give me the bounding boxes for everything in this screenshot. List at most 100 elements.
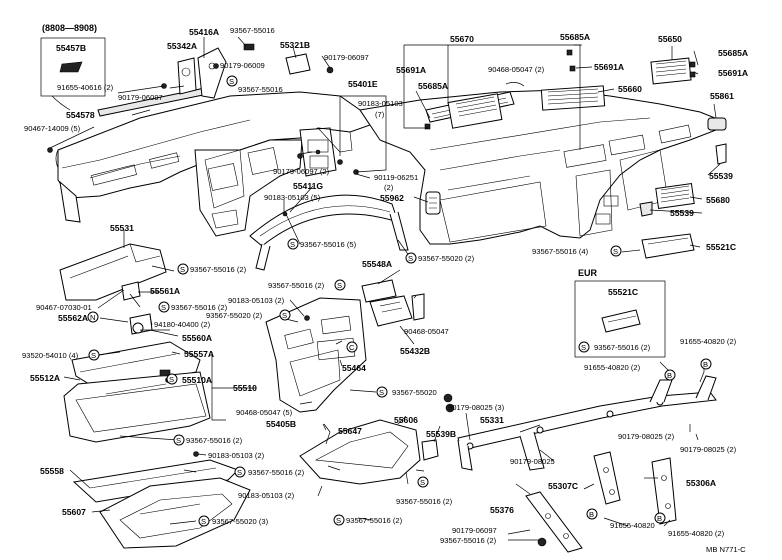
svg-text:S: S bbox=[613, 247, 618, 256]
clip-55685a-parts bbox=[424, 49, 576, 130]
label-93567-55016-2i: 93567-55016 (2) bbox=[440, 536, 497, 545]
label-90183-05103-5: 90183-05103 (5) bbox=[264, 193, 321, 202]
emblem-part bbox=[59, 61, 83, 73]
svg-text:S: S bbox=[237, 468, 242, 477]
defroster-nozzle-55670 bbox=[425, 91, 515, 129]
label-93567-55016-2g: 93567-55016 (2) bbox=[396, 497, 453, 506]
label-90179-08025: 90179-08025 bbox=[510, 457, 555, 466]
label-93567-55016-2h: 93567-55016 (2) bbox=[346, 516, 403, 525]
label-55401e: 55401E bbox=[348, 79, 378, 89]
label-90179-06097-c: 90179-06097 (2) bbox=[273, 167, 330, 176]
label-55557a: 55557A bbox=[184, 349, 214, 359]
glove-box-55510a bbox=[63, 341, 211, 443]
label-55650: 55650 bbox=[658, 34, 682, 44]
callout-labels: 55416A 55342A 93567-55016 55321B 90179-0… bbox=[22, 26, 748, 554]
label-55342a: 55342A bbox=[167, 41, 197, 51]
ashtray-55521c bbox=[641, 233, 695, 259]
label-93567-55016-2e: 93567-55016 (2) bbox=[186, 436, 243, 445]
inset-box bbox=[40, 37, 106, 97]
lower-cover-55558 bbox=[72, 451, 239, 503]
inset-pointer bbox=[51, 95, 71, 111]
label-93567-55020-2: 93567-55020 (2) bbox=[418, 254, 475, 263]
label-90179-08025-2b: 90179-08025 (2) bbox=[680, 445, 737, 454]
svg-text:S: S bbox=[180, 265, 185, 274]
svg-text:S: S bbox=[91, 351, 96, 360]
label-55691a-a: 55691A bbox=[396, 65, 426, 75]
label-55562a: 55562A bbox=[58, 313, 88, 323]
label-91655-40820-2c: 91655-40820 (2) bbox=[668, 529, 725, 538]
svg-text:S: S bbox=[420, 478, 425, 487]
dash-panel-right bbox=[359, 89, 721, 245]
lower-center-55606 bbox=[299, 419, 439, 485]
side-vent-55650 bbox=[650, 57, 696, 85]
svg-text:B: B bbox=[703, 360, 708, 369]
svg-text:N: N bbox=[90, 313, 95, 322]
svg-text:S: S bbox=[201, 517, 206, 526]
svg-text:B: B bbox=[589, 510, 594, 519]
label-55307c: 55307C bbox=[548, 481, 578, 491]
label-90468-05047-b: 90468-05047 bbox=[404, 327, 449, 336]
latch-parts bbox=[121, 281, 170, 335]
label-90467-07030: 90467-07030-01 bbox=[36, 303, 92, 312]
label-90467-14009: 90467-14009 (5) bbox=[24, 124, 81, 133]
label-90179-06097-b: 90179-06097 bbox=[118, 93, 163, 102]
cross-member-55331 bbox=[457, 375, 717, 471]
label-55861: 55861 bbox=[710, 91, 734, 101]
svg-text:S: S bbox=[290, 240, 295, 249]
label-55512a: 55512A bbox=[30, 373, 60, 383]
label-55685a-b: 55685A bbox=[718, 48, 748, 58]
lower-panel-55531 bbox=[59, 243, 167, 301]
svg-text:S: S bbox=[408, 254, 413, 263]
label-90183-05103-2c: 90183-05103 (2) bbox=[238, 491, 295, 500]
label-55685a-c: 55685A bbox=[418, 81, 448, 91]
label-55558: 55558 bbox=[40, 466, 64, 476]
label-93567-55016-5: 93567-55016 (5) bbox=[300, 240, 357, 249]
inset-eur-title: EUR bbox=[578, 268, 598, 278]
label-55306a: 55306A bbox=[686, 478, 716, 488]
symbol-markers: S S S S S S S S N S S C S S B B S S S S … bbox=[87, 75, 712, 547]
label-90119-06251: 90119-06251 bbox=[374, 173, 418, 182]
label-qty-2: (2) bbox=[384, 183, 394, 192]
svg-text:S: S bbox=[379, 388, 384, 397]
side-vent-55660 bbox=[540, 85, 606, 111]
label-55411g: 55411G bbox=[293, 181, 323, 191]
label-55376: 55376 bbox=[490, 505, 514, 515]
label-93567-55016-2d: 93567-55016 (2) bbox=[594, 343, 651, 352]
svg-text:S: S bbox=[336, 516, 341, 525]
label-93567-55020-2b: 93567-55020 (2) bbox=[206, 311, 263, 320]
label-55457b: 55457B bbox=[56, 43, 86, 53]
inset-55457b: (8808—8908) 55457B bbox=[40, 23, 106, 111]
label-93567-55016-2f: 93567-55016 (2) bbox=[248, 468, 305, 477]
svg-text:S: S bbox=[229, 77, 234, 86]
footer-code: MB N771-C bbox=[706, 545, 746, 554]
svg-text:S: S bbox=[176, 436, 181, 445]
svg-text:S: S bbox=[161, 303, 166, 312]
label-55464: 55464 bbox=[342, 363, 366, 373]
label-55680: 55680 bbox=[706, 195, 730, 205]
label-91655-40820-2a: 91655-40820 (2) bbox=[680, 337, 737, 346]
leader-lines bbox=[49, 36, 721, 541]
label-55691a-b: 55691A bbox=[594, 62, 624, 72]
label-55670: 55670 bbox=[450, 34, 474, 44]
label-55510a: 55510A bbox=[182, 375, 212, 385]
label-90183-05103-2a: 90183-05103 (2) bbox=[228, 296, 285, 305]
label-55331: 55331 bbox=[480, 415, 504, 425]
label-93567-55016-4: 93567-55016 (4) bbox=[532, 247, 589, 256]
label-90183-05103: 90183-05103 bbox=[358, 99, 403, 108]
label-55660: 55660 bbox=[618, 84, 642, 94]
vent-55680 bbox=[655, 183, 695, 209]
label-90179-06009: 90179-06009 bbox=[220, 61, 265, 70]
label-90179-08025-3: 90179-08025 (3) bbox=[448, 403, 505, 412]
label-90468-05047-5: 90468-05047 (5) bbox=[236, 408, 293, 417]
label-93520-54010: 93520-54010 (4) bbox=[22, 351, 79, 360]
label-55539b: 55539B bbox=[426, 429, 456, 439]
label-55405b: 55405B bbox=[266, 419, 296, 429]
svg-text:S: S bbox=[581, 343, 586, 352]
svg-text:S: S bbox=[337, 281, 342, 290]
label-90179-08025-2a: 90179-08025 (2) bbox=[618, 432, 675, 441]
label-90179-06097-d: 90179-06097 bbox=[452, 526, 497, 535]
label-91655-40820-a: 91655-40820 bbox=[610, 521, 655, 530]
label-93567-55016-b: 93567-55016 bbox=[238, 85, 283, 94]
